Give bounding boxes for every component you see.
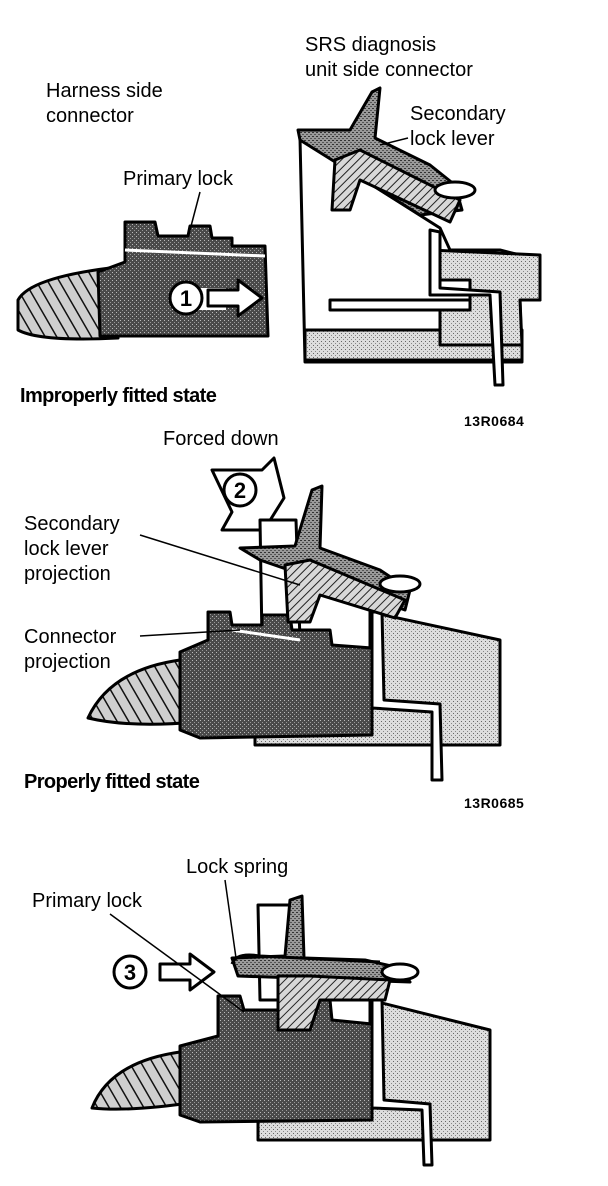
step-2-number: 2 bbox=[234, 478, 246, 503]
lock-spring-leader bbox=[224, 879, 237, 959]
panel-lock-spring: 3 bbox=[90, 894, 492, 1167]
primary-lock-leader bbox=[109, 913, 245, 1013]
figure-code-13r0685: 13R0685 bbox=[464, 795, 524, 811]
panel-improperly-fitted: 1 bbox=[16, 86, 542, 387]
connector-projection-label-line1: Connector bbox=[24, 626, 117, 648]
secondary-lock-lever-label-line1: Secondary bbox=[410, 103, 506, 125]
primary-lock-label: Primary lock bbox=[123, 168, 234, 190]
srs-connector-label-line1: SRS diagnosis bbox=[305, 34, 436, 56]
primary-lock-leader bbox=[189, 191, 201, 231]
step-3-badge bbox=[112, 954, 148, 990]
secondary-lock-lever-label-line2: lock lever bbox=[410, 128, 495, 150]
panel-properly-fitted: 2 bbox=[86, 456, 502, 782]
harness-connector-body bbox=[178, 610, 374, 740]
step-2-badge bbox=[222, 472, 258, 508]
connector-projection-label-line2: projection bbox=[24, 651, 111, 673]
harness-connector-body bbox=[96, 220, 270, 338]
step-1-badge bbox=[168, 280, 204, 316]
secondary-lock-lever-leader bbox=[379, 137, 409, 146]
figure-code-13r0684: 13R0684 bbox=[464, 413, 524, 429]
harness-connector-body bbox=[178, 994, 374, 1124]
srs-connector-label-line2: unit side connector bbox=[305, 59, 473, 81]
primary-lock-label: Primary lock bbox=[32, 890, 143, 912]
harness-side-connector-label-line1: Harness side bbox=[46, 80, 163, 102]
step-3-number: 3 bbox=[124, 960, 136, 985]
properly-fitted-caption: Properly fitted state bbox=[24, 771, 200, 793]
harness-side-connector-label-line2: connector bbox=[46, 105, 134, 127]
lever-projection-label-line1: Secondary bbox=[24, 513, 120, 535]
harness-cable bbox=[16, 266, 120, 341]
lock-spring-label: Lock spring bbox=[186, 856, 288, 878]
lever-projection-leader bbox=[139, 534, 301, 586]
lever-projection-label-line2: lock lever bbox=[24, 538, 109, 560]
connector-projection-leader bbox=[139, 629, 241, 637]
lever-projection-label-line3: projection bbox=[24, 563, 111, 585]
forced-down-label: Forced down bbox=[163, 428, 279, 450]
improperly-fitted-caption: Improperly fitted state bbox=[20, 385, 217, 407]
lock-spring bbox=[230, 953, 381, 965]
insert-arrow-icon bbox=[206, 278, 264, 318]
step-1-number: 1 bbox=[180, 286, 192, 311]
